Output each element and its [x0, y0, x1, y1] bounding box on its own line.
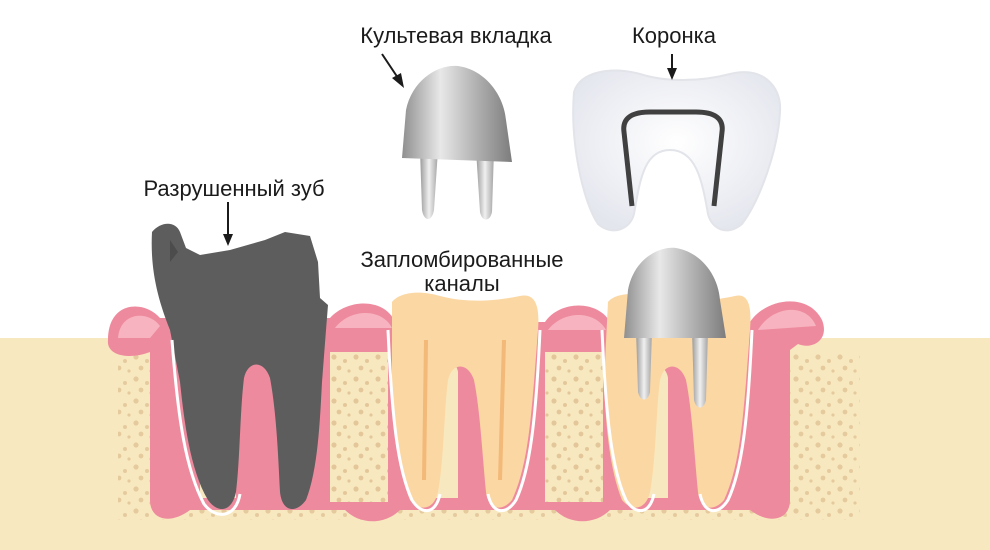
- label-arrows: [223, 53, 677, 246]
- installed-post-core: [624, 247, 726, 408]
- label-filled-canals-line1: Запломбированные: [360, 247, 564, 272]
- post-core: [402, 65, 512, 220]
- gum-highlights: [386, 329, 754, 512]
- label-filled-canals-line2: каналы: [424, 270, 500, 296]
- label-crown: Коронка: [631, 23, 716, 48]
- tooth-crack: [170, 240, 178, 262]
- gum-outline-left: [170, 339, 242, 516]
- crown-inner-outline: [621, 109, 725, 207]
- label-filled-canals: Запломбированные каналы: [332, 248, 592, 296]
- healthy-tooth-canals: [422, 339, 506, 481]
- destroyed-tooth: [151, 223, 328, 510]
- bone-septa-dots: [330, 352, 603, 502]
- label-post-core: Культевая вкладка: [360, 23, 552, 48]
- crown: [572, 69, 782, 232]
- label-broken-tooth: Разрушенный зуб: [143, 176, 325, 201]
